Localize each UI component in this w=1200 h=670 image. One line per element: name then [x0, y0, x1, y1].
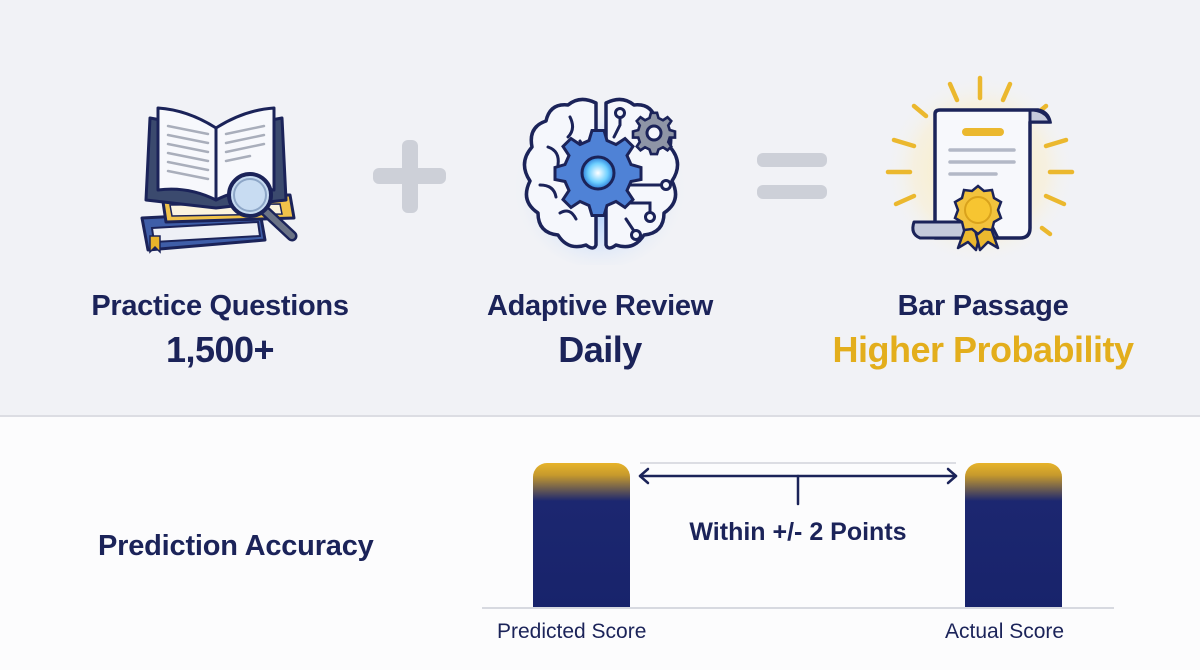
- prediction-accuracy-heading: Prediction Accuracy: [98, 530, 374, 562]
- practice-questions-block: Practice Questions 1,500+: [40, 290, 400, 371]
- adaptive-review-title: Adaptive Review: [487, 290, 713, 322]
- predicted-score-bar: [533, 463, 630, 608]
- tolerance-annotation: Within +/- 2 Points: [689, 518, 907, 546]
- actual-score-bar: [965, 463, 1062, 608]
- range-guide-line: [640, 462, 956, 464]
- practice-questions-title: Practice Questions: [91, 290, 349, 322]
- baseline: [482, 607, 1114, 609]
- certificate-ribbon-icon: [880, 70, 1080, 270]
- actual-score-label: Actual Score: [945, 620, 1065, 643]
- bar-passage-block: Bar Passage Higher Probability: [800, 290, 1166, 371]
- adaptive-review-value: Daily: [558, 329, 642, 370]
- predicted-score-label: Predicted Score: [497, 620, 647, 643]
- brain-gear-icon: [510, 85, 690, 268]
- bar-passage-value: Higher Probability: [832, 329, 1134, 370]
- practice-questions-value: 1,500+: [165, 329, 275, 370]
- bar-passage-title: Bar Passage: [897, 290, 1069, 322]
- open-book-magnifier-icon: [130, 100, 305, 255]
- adaptive-review-block: Adaptive Review Daily: [420, 290, 780, 371]
- double-arrow-icon: [636, 466, 960, 506]
